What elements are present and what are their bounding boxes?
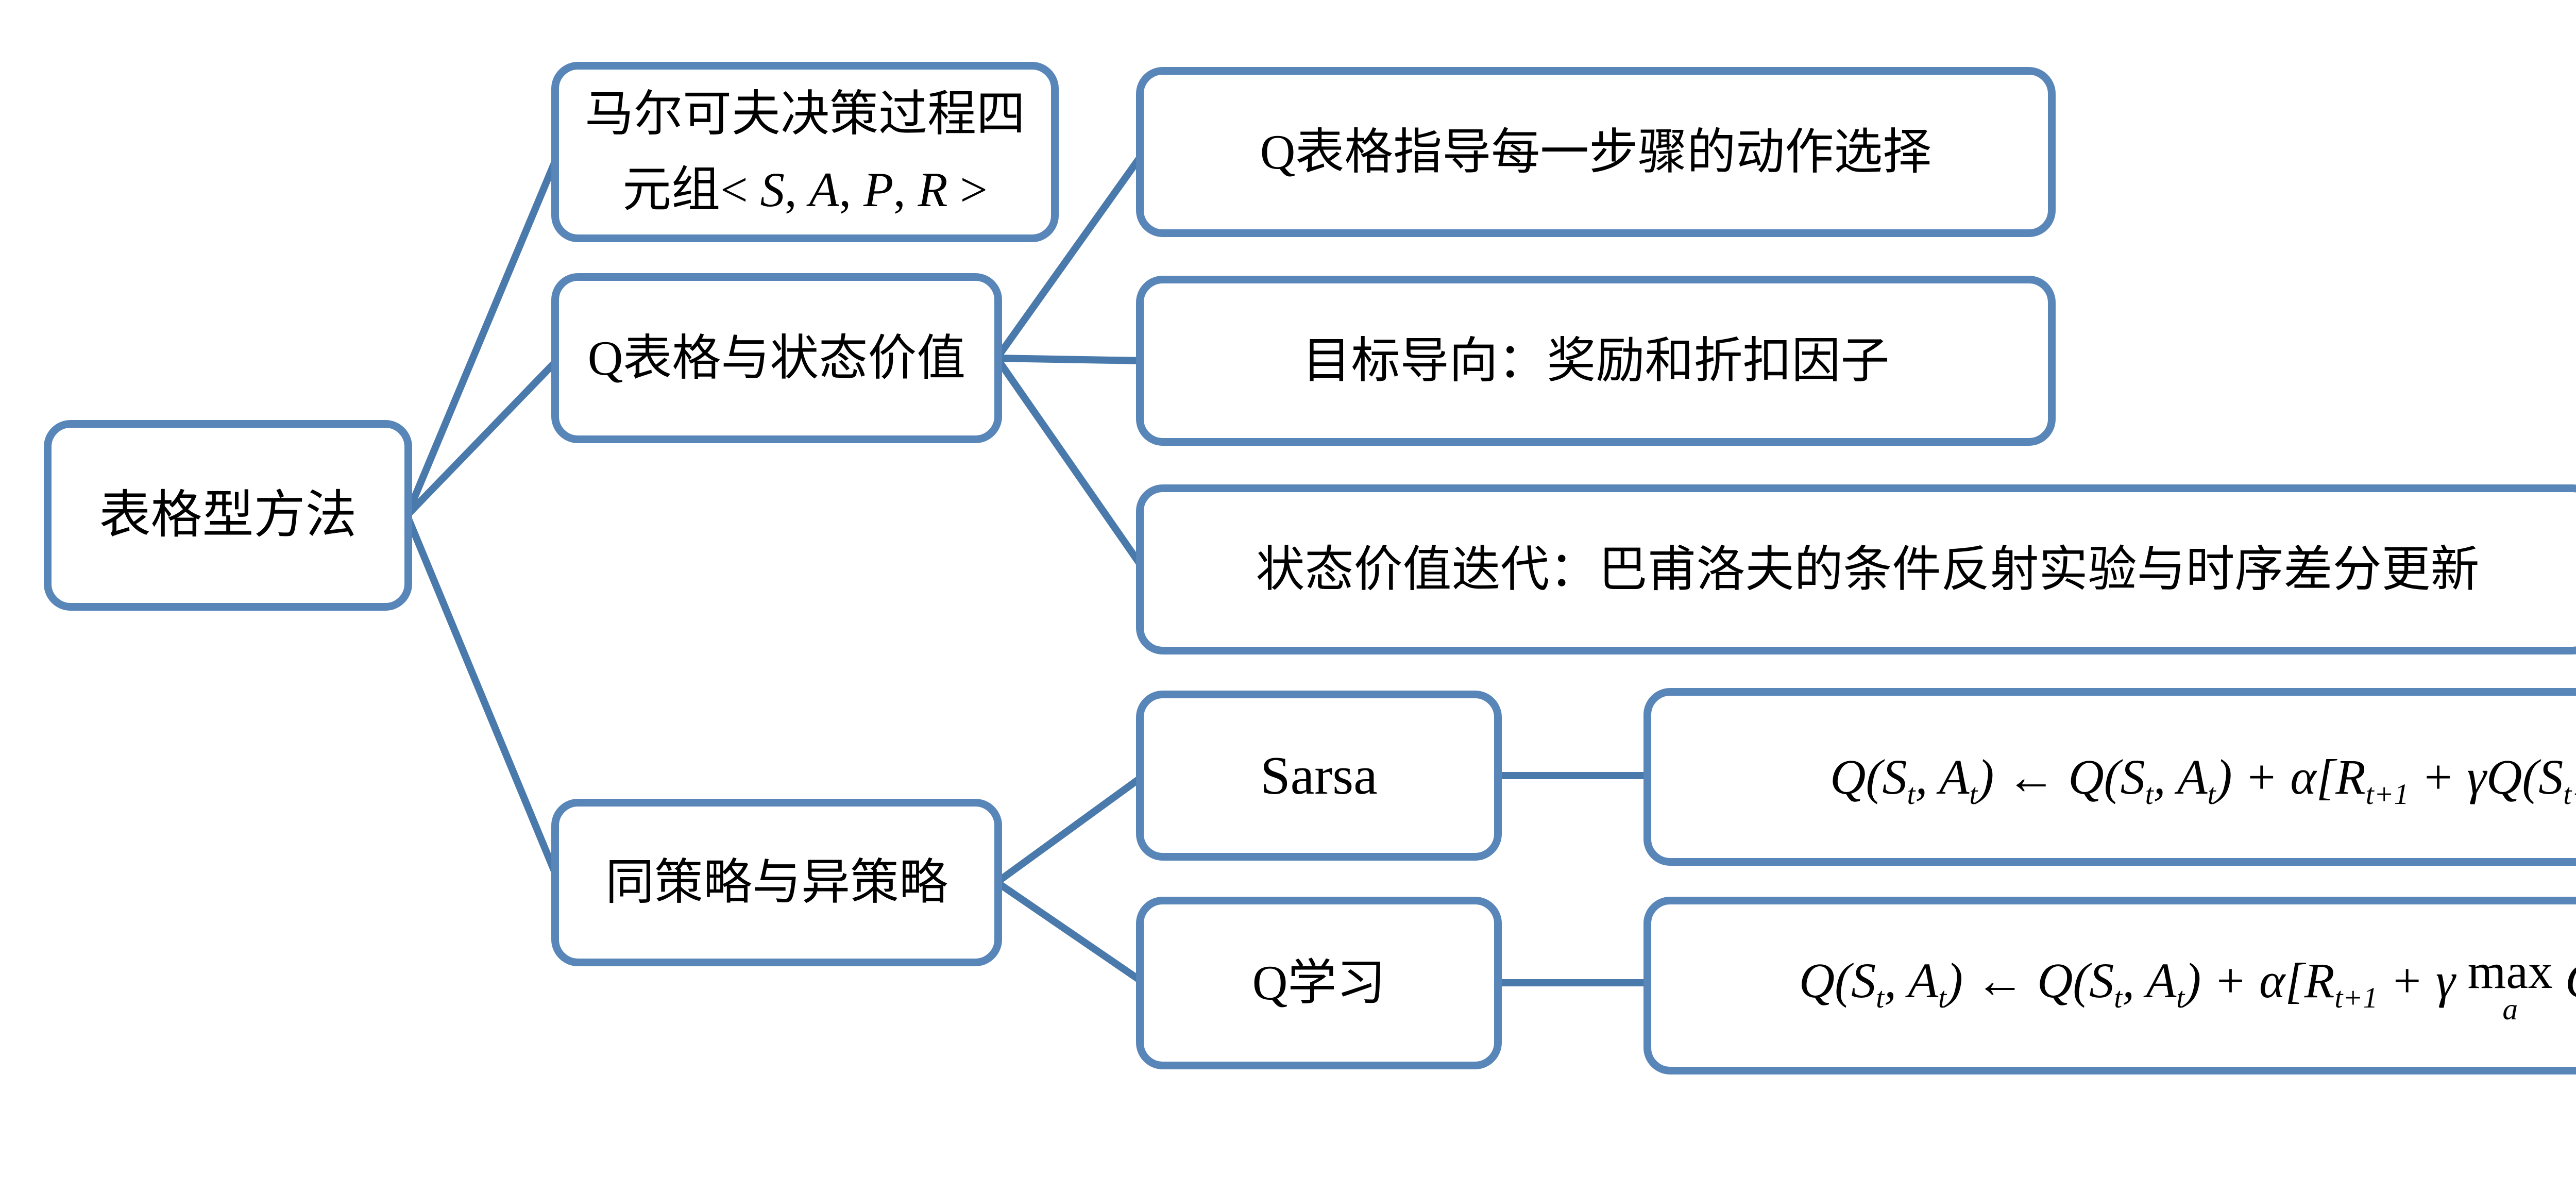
node-guide-label: Q表格指导每一步骤的动作选择 xyxy=(1260,124,1932,179)
node-sarsa-formula: Q(St, At) ← Q(St, At) + α[Rt+1 + γQ(St+1… xyxy=(1643,688,2576,866)
node-policy-label: 同策略与异策略 xyxy=(605,855,948,910)
connector-line xyxy=(994,356,1147,572)
node-goal-label: 目标导向：奖励和折扣因子 xyxy=(1302,333,1890,388)
connector-line xyxy=(403,514,563,884)
node-qtable-label: Q表格与状态价值 xyxy=(587,330,966,385)
node-qlearning: Q学习 xyxy=(1136,897,1502,1069)
node-iterate-label: 状态价值迭代：巴甫洛夫的条件反射实验与时序差分更新 xyxy=(1256,542,2480,597)
node-state-value-iteration: 状态价值迭代：巴甫洛夫的条件反射实验与时序差分更新 xyxy=(1136,484,2576,654)
node-mdp-tuple: 马尔可夫决策过程四 元组< S, A, P, R > xyxy=(551,62,1059,242)
node-root-label: 表格型方法 xyxy=(99,486,357,544)
node-qtable-state-value: Q表格与状态价值 xyxy=(551,273,1002,443)
connector-line xyxy=(404,356,562,518)
node-qlearning-label: Q学习 xyxy=(1252,955,1386,1011)
connector-line xyxy=(996,355,1144,364)
node-mdp-line2: 元组< S, A, P, R > xyxy=(622,162,988,217)
node-qtable-guides-actions: Q表格指导每一步骤的动作选择 xyxy=(1136,67,2056,237)
node-root: 表格型方法 xyxy=(44,420,412,611)
node-sarsa: Sarsa xyxy=(1136,691,1502,861)
connector-line xyxy=(403,150,563,517)
node-sarsa-label: Sarsa xyxy=(1260,745,1378,806)
node-goal-oriented: 目标导向：奖励和折扣因子 xyxy=(1136,276,2056,446)
node-on-off-policy: 同策略与异策略 xyxy=(551,799,1002,966)
connector-line xyxy=(994,773,1146,885)
node-mdp-line1: 马尔可夫决策过程四 xyxy=(584,86,1025,141)
connector-line xyxy=(995,879,1146,986)
sarsa-update-formula: Q(St, At) ← Q(St, At) + α[Rt+1 + γQ(St+1… xyxy=(1830,749,2576,811)
connector-line xyxy=(994,149,1147,361)
